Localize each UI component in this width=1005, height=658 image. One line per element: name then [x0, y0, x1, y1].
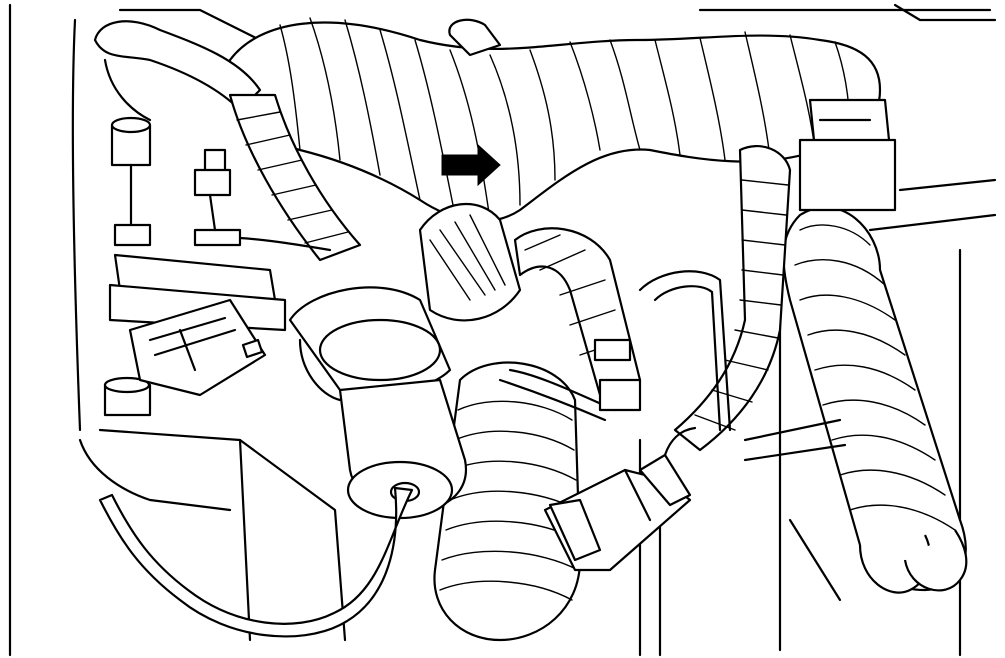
connector-upper-left — [193, 148, 332, 252]
bolt-left-upper — [110, 116, 152, 247]
harness-fan-clamp — [418, 202, 522, 322]
harness-right-large — [782, 206, 968, 594]
sensor-cylinder — [288, 286, 468, 520]
harness-center-right — [673, 145, 792, 452]
mounting-bracket — [78, 253, 347, 642]
upper-left-tube — [93, 20, 262, 122]
connector-mid-right — [593, 338, 642, 412]
sensor-cable — [98, 486, 414, 638]
connector-top-right — [798, 98, 897, 212]
lower-right-bracket — [743, 418, 847, 602]
connector-center — [543, 426, 697, 572]
cable-loop — [498, 270, 732, 432]
harness-left-arc — [228, 93, 362, 262]
bolt-left-lower — [103, 376, 152, 417]
pointer-arrow — [441, 143, 501, 187]
connector-left — [128, 298, 267, 397]
harness-center-lower — [433, 361, 582, 642]
top-small-tube — [448, 18, 502, 57]
